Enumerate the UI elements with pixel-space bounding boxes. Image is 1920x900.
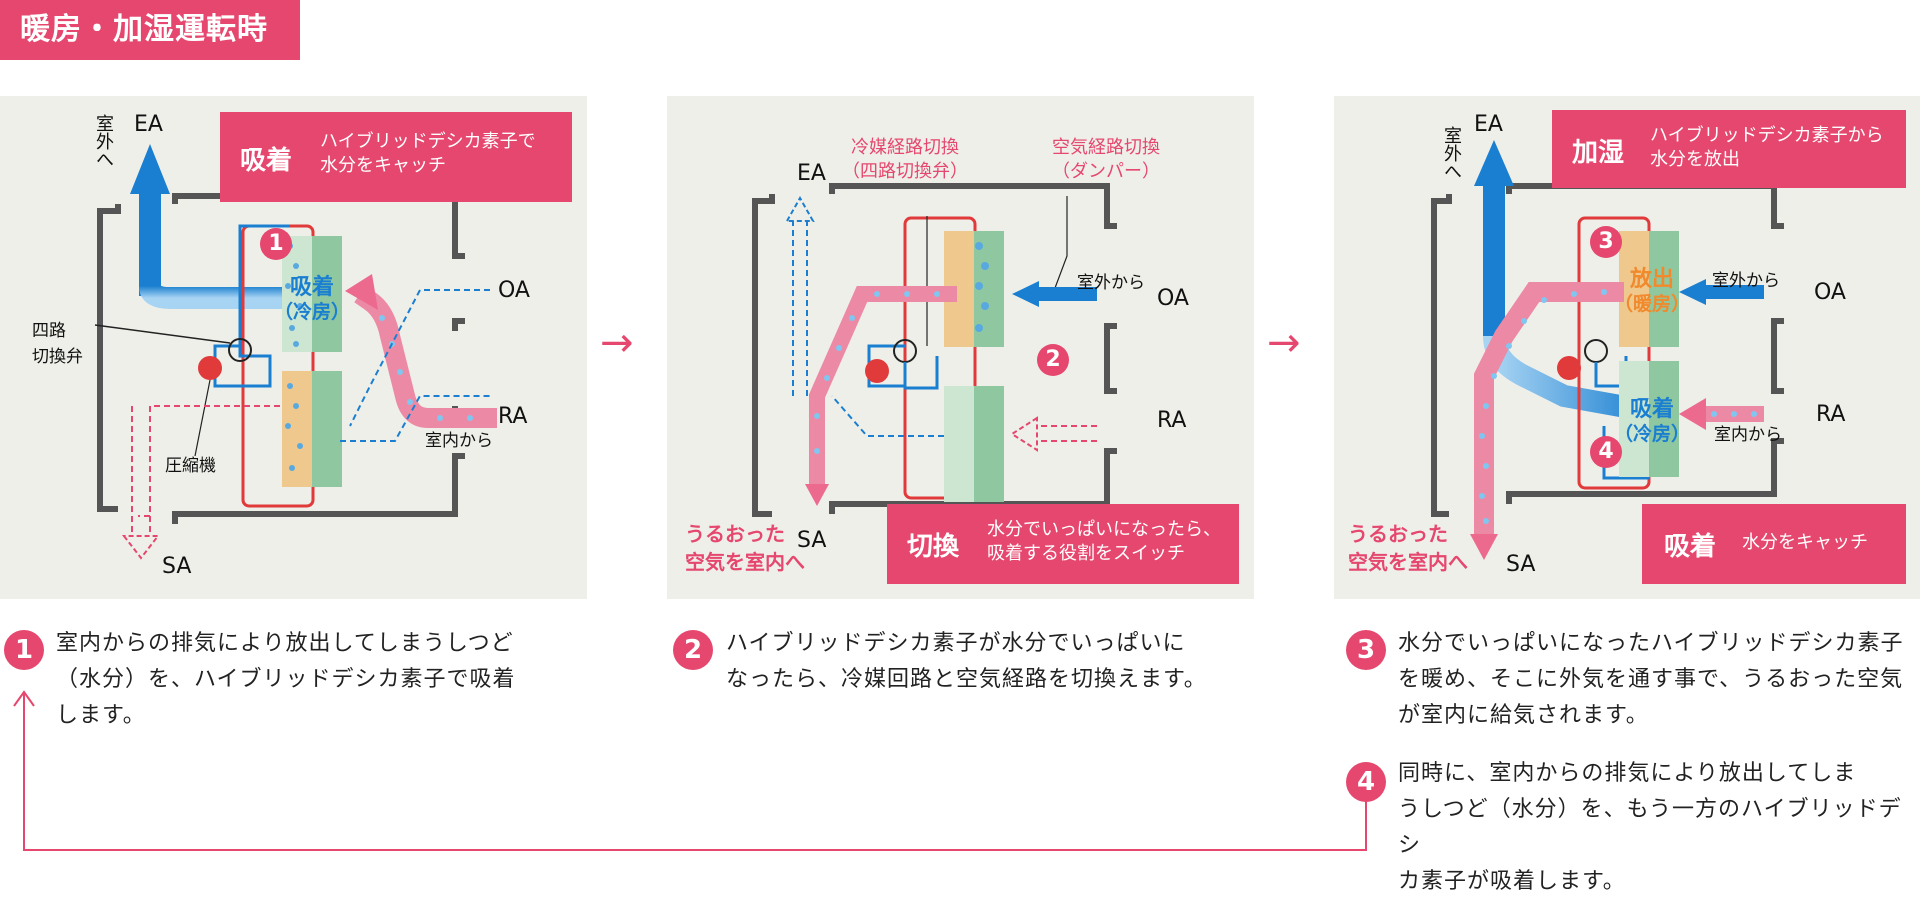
label-humid-air: うるおった 空気を室内へ [1348,520,1468,576]
callout-head: 切換 [907,532,960,562]
step-1-text: 室内からの排気により放出してしまうしつど （水分）を、ハイブリッドデシカ素子で吸… [56,626,596,734]
label-sa: SA [162,554,192,579]
panel-step-1: 吸着 ハイブリッドデシカ素子で 水分をキャッチ EA 室外へ 四路 切換弁 圧縮… [0,96,587,599]
callout-switch: 切換 水分でいっぱいになったら、 吸着する役割をスイッチ [887,504,1239,584]
panel-2-diagram [752,183,1117,517]
humid-line: 空気を室内へ [1348,550,1468,574]
callout-body: 水分をキャッチ [1742,532,1868,553]
label-ra: RA [1157,408,1187,433]
step-line: カ素子が吸着します。 [1398,869,1626,894]
arrow-right-icon: → [1267,320,1301,366]
step-4-text: 同時に、室内からの排気により放出してしま うしつど（水分）を、もう一方のハイブリ… [1398,756,1918,900]
label-from-indoor: 室内から [425,431,493,451]
callout-body: ハイブリッドデシカ素子から 水分を放出 [1650,124,1884,172]
callout-line: ハイブリッドデシカ素子から [1650,125,1884,146]
elem-line: （冷房） [1613,423,1690,445]
elem-line: 吸着 [289,275,334,300]
panel-step-3: 加湿 ハイブリッドデシカ素子から 水分を放出 EA 室外へ 放出 （暖房） 室外… [1334,96,1920,599]
label-from-outdoor: 室外から [1077,273,1145,293]
humid-line: 空気を室内へ [685,550,805,574]
section-title: 暖房・加湿運転時 [0,0,300,60]
badge-1: 1 [260,228,292,260]
badge-3: 3 [1590,226,1622,258]
panel-3-diagram [1431,140,1784,560]
callout-line: 水分を放出 [1650,149,1740,170]
label-element-adsorb: 吸着 （冷房） [272,276,352,324]
step-3-marker: 3 [1346,630,1386,670]
step-2-text: ハイブリッドデシカ素子が水分でいっぱいに なったら、冷媒回路と空気経路を切換えま… [726,626,1286,698]
humid-line: うるおった [685,522,785,546]
label-air-switch: 空気経路切換 （ダンパー） [1052,136,1160,184]
step-line: （水分）を、ハイブリッドデシカ素子で吸着 [56,667,516,692]
callout-adsorb: 吸着 水分をキャッチ [1642,504,1906,584]
badge-4: 4 [1590,436,1622,468]
step-3-text: 水分でいっぱいになったハイブリッドデシカ素子 を暖め、そこに外気を通す事で、うる… [1398,626,1918,734]
arrow-right-icon: → [600,320,634,366]
badge-2: 2 [1037,344,1069,376]
step-line: 同時に、室内からの排気により放出してしま [1398,761,1857,786]
label-outside: 室外へ [1441,126,1462,180]
label-compressor: 圧縮機 [165,456,216,476]
callout-line: ハイブリッドデシカ素子で [320,131,536,152]
air-line: （ダンパー） [1052,161,1160,182]
valve-line: 四路 [32,321,66,341]
callout-body: 水分でいっぱいになったら、 吸着する役割をスイッチ [987,518,1221,566]
step-4-marker: 4 [1346,762,1386,802]
elem-line: （暖房） [1613,293,1690,315]
air-line: 空気経路切換 [1052,137,1160,158]
callout-line: 水分をキャッチ [320,155,446,176]
label-element-adsorb: 吸着 （冷房） [1612,398,1692,446]
label-from-indoor: 室内から [1714,425,1782,445]
label-oa: OA [498,278,530,303]
step-line: なったら、冷媒回路と空気経路を切換えます。 [726,667,1207,692]
callout-body: ハイブリッドデシカ素子で 水分をキャッチ [320,130,536,178]
refrig-line: 冷媒経路切換 [851,137,959,158]
label-element-release: 放出 （暖房） [1612,268,1692,316]
step-line: うしつど（水分）を、もう一方のハイブリッドデシ [1398,797,1902,858]
label-valve: 四路 切換弁 [32,318,83,370]
label-refrigerant-switch: 冷媒経路切換 （四路切換弁） [842,136,968,184]
step-line: 水分でいっぱいになったハイブリッドデシカ素子 [1398,631,1904,656]
label-ra: RA [498,404,528,429]
panel-step-2: 冷媒経路切換 （四路切換弁） 空気経路切換 （ダンパー） EA 室外から OA … [667,96,1254,599]
callout-adsorb: 吸着 ハイブリッドデシカ素子で 水分をキャッチ [220,112,572,202]
panel-1-diagram [94,144,497,560]
label-from-outdoor: 室外から [1712,271,1780,291]
callout-head: 吸着 [240,146,293,176]
humid-line: うるおった [1348,522,1448,546]
elem-line: 吸着 [1629,397,1674,422]
callout-line: 水分でいっぱいになったら、 [987,519,1221,540]
step-line: ハイブリッドデシカ素子が水分でいっぱいに [726,631,1186,656]
elem-line: 放出 [1629,267,1674,292]
step-line: が室内に給気されます。 [1398,703,1649,728]
elem-line: （冷房） [273,301,350,323]
callout-humidify: 加湿 ハイブリッドデシカ素子から 水分を放出 [1552,110,1906,188]
label-ea: EA [1474,112,1503,137]
label-outside: 室外へ [93,114,114,168]
step-line: 室内からの排気により放出してしまうしつど [56,631,514,656]
callout-head: 吸着 [1664,532,1717,562]
callout-line: 吸着する役割をスイッチ [987,543,1185,564]
valve-line: 切換弁 [32,347,83,367]
label-humid-air: うるおった 空気を室内へ [685,520,805,576]
label-ea: EA [134,112,163,137]
label-ea: EA [797,161,826,186]
label-ra: RA [1816,402,1846,427]
step-line: します。 [56,703,146,728]
step-line: を暖め、そこに外気を通す事で、うるおった空気 [1398,667,1904,692]
label-sa: SA [797,528,827,553]
label-sa: SA [1506,552,1536,577]
refrig-line: （四路切換弁） [842,161,968,182]
label-oa: OA [1814,280,1846,305]
label-oa: OA [1157,286,1189,311]
callout-head: 加湿 [1572,138,1625,168]
step-1-marker: 1 [4,630,44,670]
step-2-marker: 2 [673,630,713,670]
